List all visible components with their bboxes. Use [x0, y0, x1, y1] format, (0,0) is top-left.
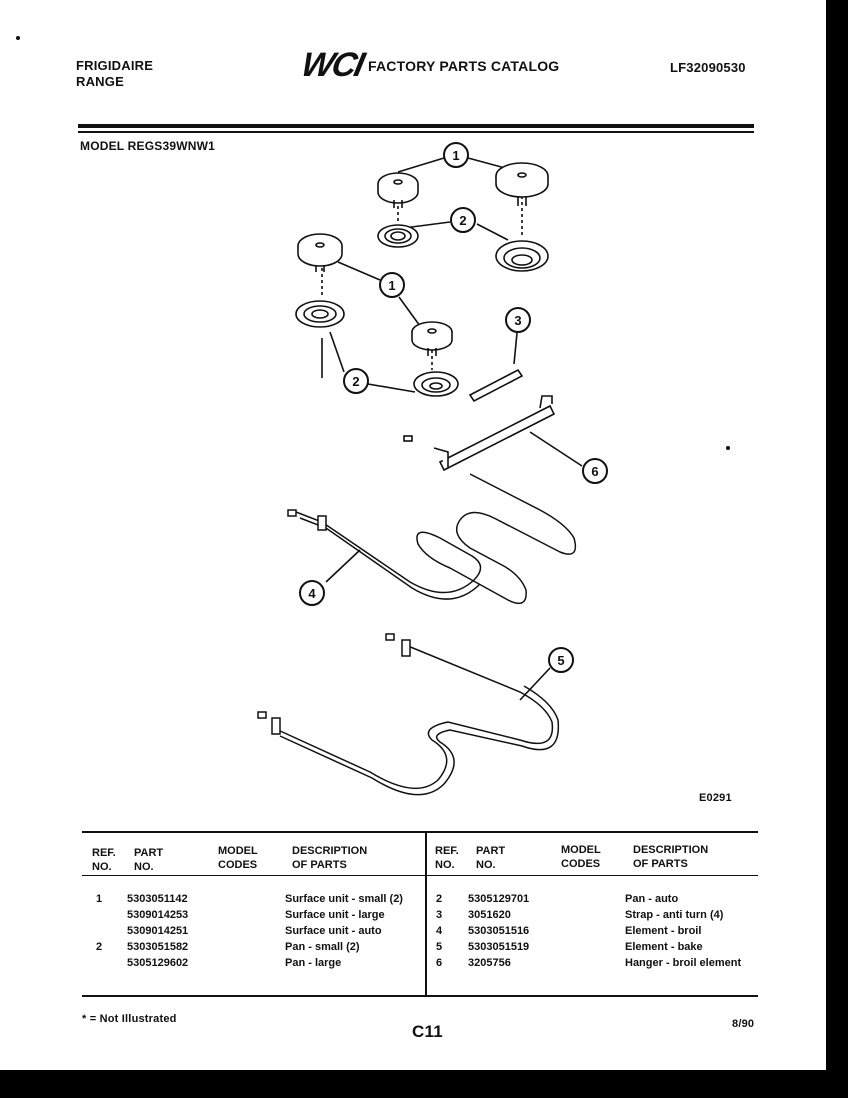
leader-line	[398, 296, 421, 327]
brand-block: FRIGIDAIRE RANGE	[76, 58, 153, 90]
model-number: MODEL REGS39WNW1	[80, 139, 215, 153]
surface-unit-small	[377, 172, 419, 208]
callout-circle	[299, 580, 325, 606]
drip-pan-small	[377, 224, 419, 248]
part-no-header: PART NO.	[134, 847, 164, 873]
callout-number: 1	[388, 278, 395, 293]
table-column-divider	[425, 833, 427, 997]
callout-number: 1	[452, 148, 459, 163]
description-column: Surface unit - small (2) Surface unit - …	[285, 893, 403, 969]
ref-no-header: REF. NO.	[92, 847, 116, 873]
drip-pan-auto	[413, 371, 459, 397]
exploded-parts-diagram: 1 2 1 2 3 6 4 5	[257, 142, 608, 796]
callout-circle	[548, 647, 574, 673]
bake-element	[257, 633, 560, 796]
ref-no-column: 2 3 4 5 6	[436, 893, 443, 969]
leader-line	[397, 157, 445, 173]
description-header: DESCRIPTION OF PARTS	[633, 844, 709, 870]
leader-line	[329, 331, 345, 373]
callout-circle	[450, 207, 476, 233]
callout-number: 2	[352, 374, 359, 389]
surface-unit-auto	[411, 321, 453, 356]
product-type: RANGE	[76, 74, 124, 89]
leader-line	[325, 549, 361, 583]
brand-name: FRIGIDAIRE	[76, 58, 154, 73]
leader-line	[367, 383, 416, 393]
table-header-rule	[82, 875, 758, 876]
callout-circle	[582, 458, 608, 484]
leader-line	[403, 221, 451, 229]
callout-number: 6	[591, 464, 598, 479]
drip-pan-small	[295, 300, 345, 328]
description-header: DESCRIPTION OF PARTS	[292, 845, 368, 871]
callout-circle	[443, 142, 469, 168]
callout-number: 4	[308, 586, 316, 601]
description-column: Pan - auto Strap - anti turn (4) Element…	[625, 893, 742, 969]
part-no-header: PART NO.	[476, 845, 506, 871]
callout-circle	[343, 368, 369, 394]
ref-no-column: 1 2	[96, 893, 103, 953]
leader-line	[513, 332, 518, 365]
drip-pan-large	[495, 240, 549, 272]
header-rule-thin	[78, 131, 754, 133]
footnote: * = Not Illustrated	[82, 1013, 177, 1025]
part-no-column: 5303051142 5309014253 5309014251 5303051…	[127, 893, 189, 969]
leader-line	[467, 157, 506, 169]
callout-number: 3	[514, 313, 521, 328]
callout-circle	[505, 307, 531, 333]
broil-element-hanger	[403, 395, 556, 472]
callout-circle	[379, 272, 405, 298]
header-rule-thick	[78, 124, 754, 128]
surface-unit-large	[495, 162, 549, 206]
leader-line	[476, 223, 509, 241]
catalog-title: FACTORY PARTS CATALOG	[368, 58, 560, 74]
scan-border-bottom	[0, 1070, 848, 1098]
callout-number: 5	[557, 653, 564, 668]
revision-date: 8/90	[732, 1018, 755, 1030]
table-bottom-rule	[82, 995, 758, 997]
leader-line	[529, 431, 583, 467]
page-number: C11	[412, 1022, 443, 1041]
catalog-number: LF32090530	[670, 60, 746, 75]
table-top-rule	[82, 831, 758, 833]
surface-unit-small	[297, 233, 343, 272]
model-codes-header: MODEL CODES	[218, 845, 258, 871]
broil-element	[287, 473, 577, 605]
anti-turn-strap	[468, 368, 524, 403]
scan-speck	[16, 36, 20, 40]
scan-border-right	[826, 0, 848, 1098]
figure-code: E0291	[699, 792, 732, 804]
leader-line	[337, 261, 381, 281]
part-no-column: 5305129701 3051620 5303051516 5303051519…	[468, 893, 530, 969]
callout-number: 2	[459, 213, 466, 228]
scan-speck	[726, 446, 730, 450]
model-codes-header: MODEL CODES	[561, 844, 601, 870]
ref-no-header: REF. NO.	[435, 845, 459, 871]
